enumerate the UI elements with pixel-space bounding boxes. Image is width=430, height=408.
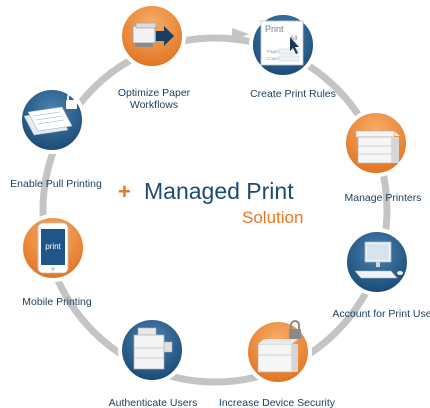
multifunction-printer-icon: [133, 327, 173, 370]
print-dialog-copies-label: Copies: [267, 56, 282, 61]
cycle-ring: [39, 34, 391, 386]
smartphone-icon: print: [37, 222, 69, 274]
step-manage-printers: [342, 109, 410, 177]
step-authenticate-users: [118, 316, 186, 384]
step-label-optimize-paper-workflows: Optimize Paper Workflows: [117, 87, 191, 111]
title-subtitle: Solution: [242, 208, 304, 227]
step-label-authenticate-users: Authenticate Users: [108, 397, 198, 408]
title-main-text: Managed Print: [144, 178, 294, 204]
print-dialog-heading: Print: [265, 24, 284, 34]
step-enable-pull-printing: [18, 86, 86, 154]
locked-printer-icon: [257, 320, 301, 373]
print-dialog-option: All: [290, 35, 298, 42]
step-label-manage-printers: Manage Printers: [344, 192, 422, 204]
title-plus-sign: +: [118, 179, 131, 204]
phone-screen-text: print: [45, 242, 61, 251]
step-account-for-print-use: [343, 228, 411, 296]
step-label-account-for-print-use: Account for Print Use: [332, 308, 430, 320]
step-label-mobile-printing: Mobile Printing: [22, 296, 92, 308]
print-dialog-icon: Print All Pages Copies: [260, 20, 304, 66]
step-mobile-printing: print: [19, 214, 87, 282]
cycle-arrowhead: [232, 28, 249, 41]
locked-documents-icon: [23, 92, 77, 136]
computer-icon: [354, 241, 403, 279]
step-increase-device-security: [244, 318, 312, 386]
printer-icon: [355, 130, 400, 164]
step-label-create-print-rules: Create Print Rules: [250, 88, 336, 100]
step-optimize-paper-workflows: [118, 2, 186, 70]
step-label-enable-pull-printing: Enable Pull Printing: [10, 178, 102, 190]
step-label-increase-device-security: Increase Device Security: [218, 397, 336, 408]
step-create-print-rules: Print All Pages Copies: [249, 11, 317, 79]
paper-workflow-icon: [132, 22, 174, 47]
print-dialog-pages-label: Pages: [267, 49, 281, 54]
